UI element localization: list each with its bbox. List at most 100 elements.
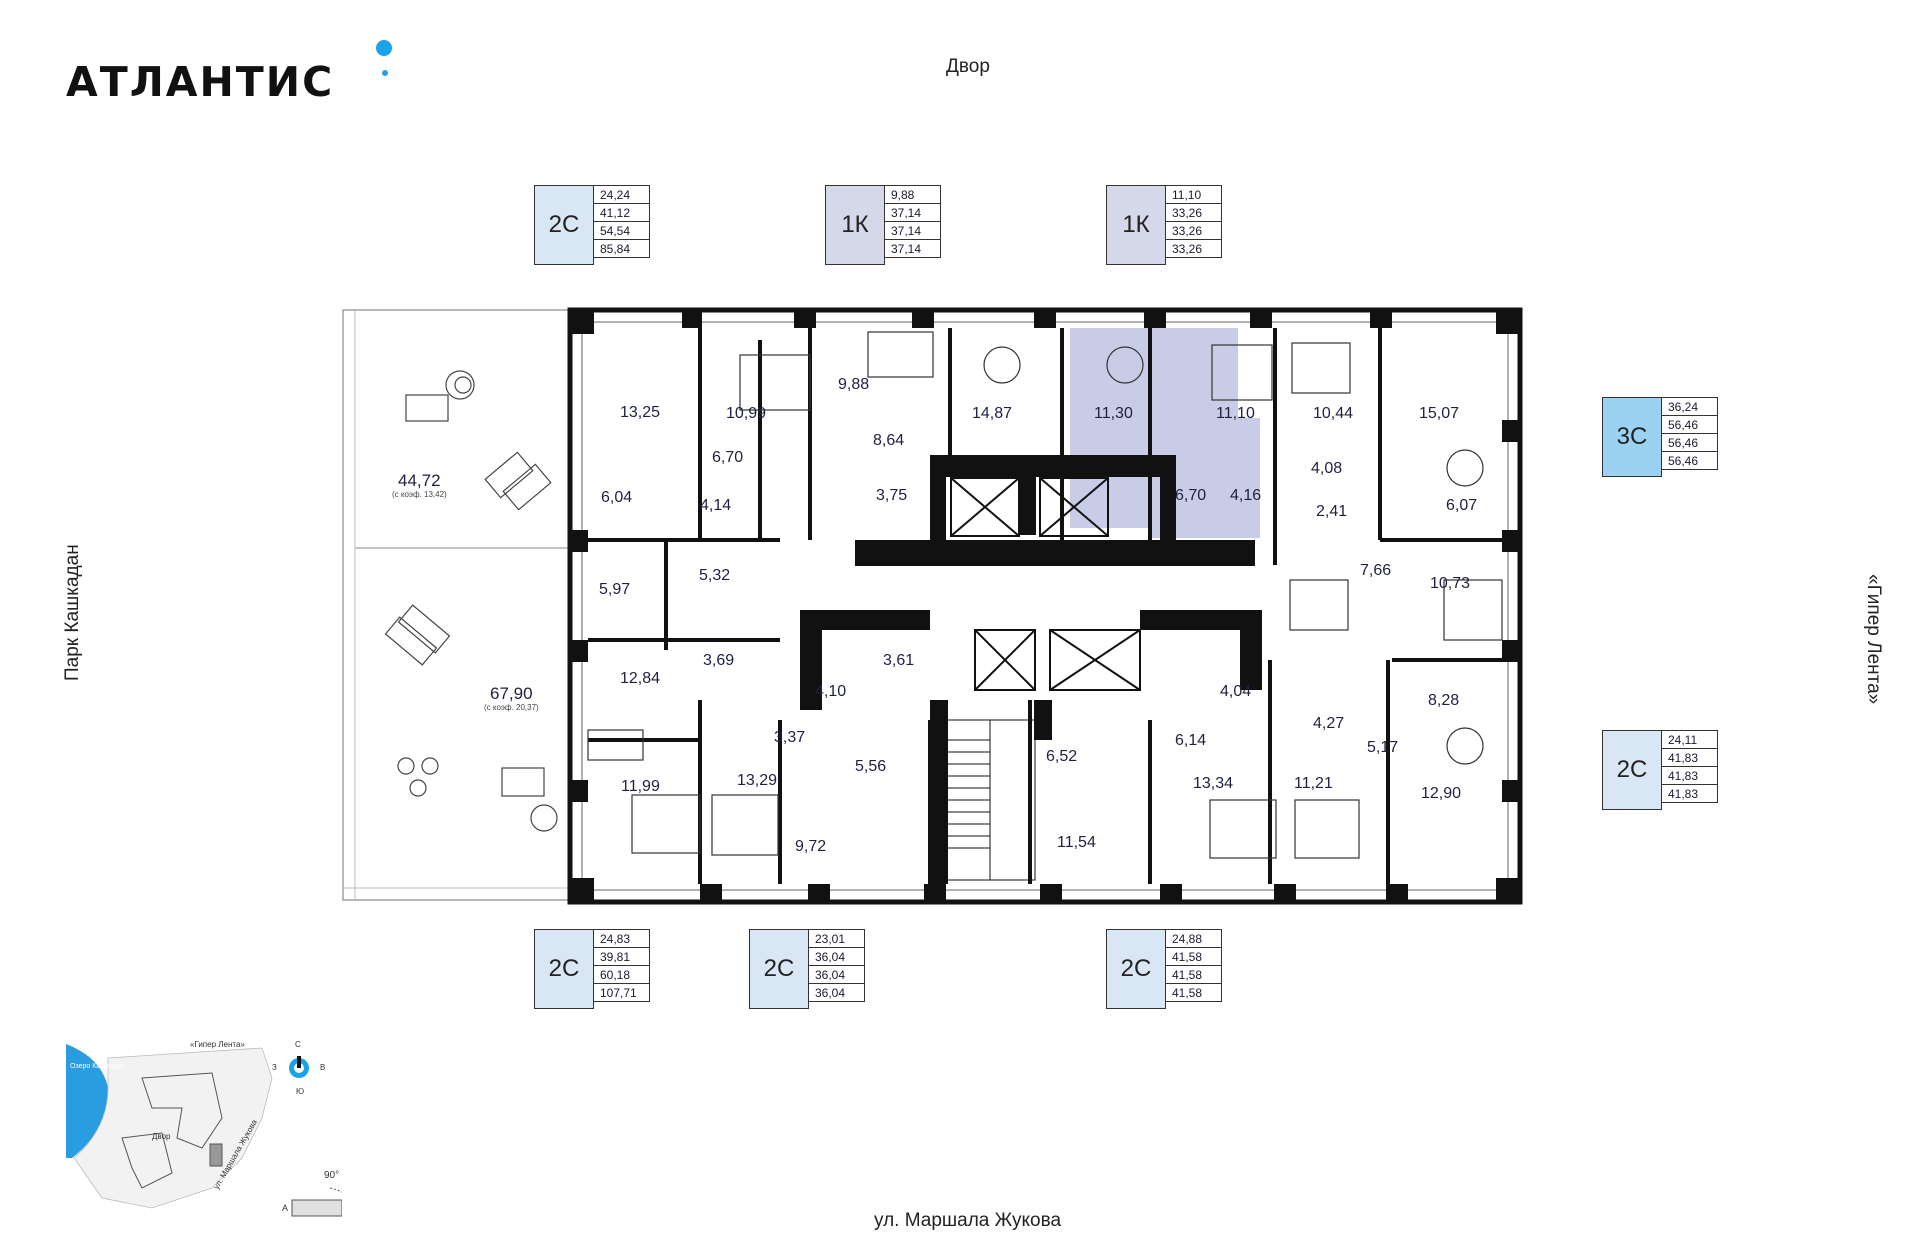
room-area: 15,07: [1419, 405, 1460, 422]
room-area: 3,69: [703, 652, 735, 669]
compass-west: З: [272, 1063, 277, 1072]
area-value: 37,14: [885, 221, 941, 240]
room-area: 3,61: [883, 652, 915, 669]
room-area: 10,73: [1430, 575, 1471, 592]
section-label: А: [282, 1203, 289, 1213]
area-value: 41,58: [1166, 983, 1222, 1002]
site-minimap: [66, 1044, 342, 1217]
room-area: 14,87: [972, 405, 1013, 422]
room-area: 6,70: [1175, 487, 1207, 504]
room-area: 4,10: [815, 683, 847, 700]
room-area: 10,44: [1313, 405, 1354, 422]
terrace-area: 67,90: [490, 684, 533, 703]
furniture: [587, 331, 1503, 859]
room-area: 4,08: [1311, 460, 1343, 477]
area-value: 60,18: [594, 965, 650, 984]
room-area: 4,14: [700, 497, 732, 514]
room-area: 5,56: [855, 758, 887, 775]
terrace-area: 44,72: [398, 471, 441, 490]
compass-east: В: [320, 1063, 326, 1072]
apartment-type: 2С: [1602, 730, 1662, 810]
apartment-type: 2С: [1106, 929, 1166, 1009]
section-marker: [291, 1199, 342, 1217]
area-value: 56,46: [1662, 451, 1718, 470]
apartment-type: 2С: [534, 929, 594, 1009]
logo: АТЛАНТИС: [66, 58, 335, 106]
room-area: 6,04: [601, 489, 633, 506]
apartment-type: 2С: [534, 185, 594, 265]
partition-walls: [588, 328, 1502, 884]
street-label-bottom: ул. Маршала Жукова: [874, 1210, 1062, 1231]
apartment-type: 1К: [825, 185, 885, 265]
central-core: [800, 455, 1262, 884]
area-value: 24,83: [594, 929, 650, 948]
room-area: 5,17: [1367, 739, 1399, 756]
area-value: 36,04: [809, 983, 865, 1002]
room-area: 12,84: [620, 670, 661, 687]
room-area: 2,41: [1316, 503, 1348, 520]
room-area: 7,66: [1360, 562, 1392, 579]
apartment-type: 1К: [1106, 185, 1166, 265]
area-value: 33,26: [1166, 203, 1222, 222]
room-area: 4,27: [1313, 715, 1345, 732]
compass-north: С: [295, 1040, 301, 1049]
room-area: 4,04: [1220, 683, 1252, 700]
site-area: [73, 1047, 273, 1209]
terrace-coef: (с коэф. 20,37): [484, 703, 539, 712]
area-value: 37,14: [885, 239, 941, 258]
area-value: 23,01: [809, 929, 865, 948]
room-area: 3,37: [774, 729, 806, 746]
structural-columns: [570, 310, 1520, 902]
room-area: 3,75: [876, 487, 908, 504]
area-value: 56,46: [1662, 433, 1718, 452]
room-area: 11,10: [1216, 405, 1255, 422]
area-value: 41,83: [1662, 766, 1718, 785]
room-area: 11,99: [621, 778, 660, 795]
area-value: 24,11: [1662, 730, 1718, 749]
terrace-coef: (с коэф. 13,42): [392, 490, 447, 499]
room-area: 6,07: [1446, 497, 1478, 514]
area-value: 37,14: [885, 203, 941, 222]
room-area: 11,54: [1057, 834, 1096, 851]
site-buildings: [121, 1072, 223, 1189]
area-value: 85,84: [594, 239, 650, 258]
apartment-type: 2С: [749, 929, 809, 1009]
room-area: 13,29: [737, 772, 778, 789]
terrace-furniture: [384, 370, 558, 832]
room-area: 10,99: [726, 405, 767, 422]
room-area: 11,30: [1094, 405, 1133, 422]
room-area: 12,90: [1421, 785, 1462, 802]
street-label-top: Двор: [946, 56, 990, 77]
apartment-type: 3С: [1602, 397, 1662, 477]
room-area: 13,34: [1193, 775, 1234, 792]
room-area: 9,88: [838, 376, 870, 393]
room-area: 4,16: [1230, 487, 1262, 504]
room-area: 8,64: [873, 432, 905, 449]
logo-dot-small-icon: [382, 70, 388, 76]
logo-dot-icon: [376, 40, 392, 56]
area-value: 33,26: [1166, 239, 1222, 258]
staircase: [944, 719, 1036, 881]
area-value: 41,12: [594, 203, 650, 222]
area-value: 41,83: [1662, 784, 1718, 803]
area-value: 36,04: [809, 965, 865, 984]
room-area: 13,25: [620, 404, 661, 421]
area-value: 56,46: [1662, 415, 1718, 434]
room-area: 6,70: [712, 449, 744, 466]
room-area: 5,32: [699, 567, 731, 584]
rotation-label: 90°: [324, 1170, 340, 1181]
area-value: 107,71: [594, 983, 650, 1002]
room-area: 6,14: [1175, 732, 1207, 749]
minimap-giper: «Гипер Лента»: [190, 1040, 245, 1049]
elevator-shafts: [950, 477, 1141, 691]
compass-south: Ю: [296, 1087, 305, 1096]
